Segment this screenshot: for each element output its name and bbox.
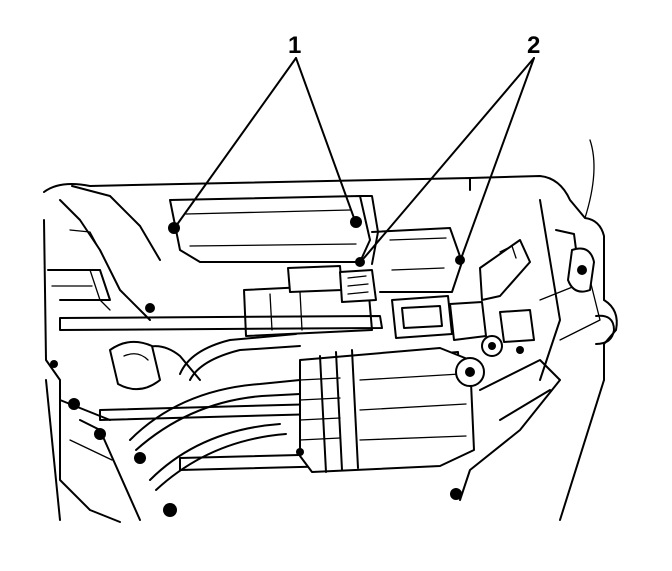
callout-label-2: 2 <box>527 32 541 59</box>
alternator <box>299 335 503 473</box>
relay-block <box>371 227 463 293</box>
bolt-2a <box>355 257 365 267</box>
lower-frame-right <box>459 199 615 501</box>
left-fender-structure <box>43 185 161 523</box>
callout-label-1: 1 <box>288 32 302 59</box>
leader-1-right <box>295 57 355 219</box>
fasteners <box>50 216 524 517</box>
leader-2-right <box>461 57 535 257</box>
hoses <box>109 333 301 491</box>
bolt-2b <box>455 255 465 265</box>
hood-edge-outline <box>43 139 618 521</box>
leader-1-left <box>175 57 297 227</box>
leader-2-left <box>363 57 535 259</box>
bolt-1b <box>350 216 362 228</box>
engine-cover <box>169 195 379 265</box>
leader-lines <box>175 57 535 259</box>
harness-connector-center <box>243 265 377 337</box>
